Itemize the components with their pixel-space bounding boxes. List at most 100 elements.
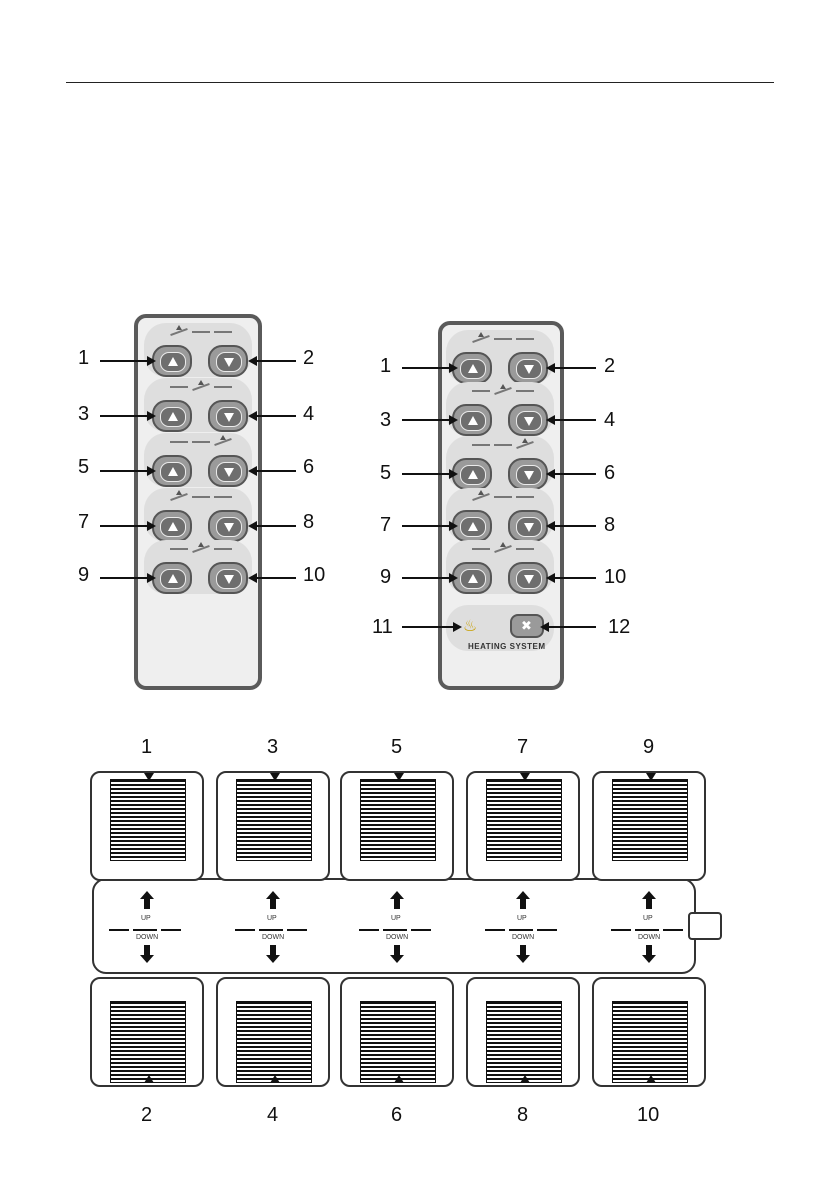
pedal-number-bottom: 6 xyxy=(391,1105,402,1125)
pedal-down-5[interactable] xyxy=(592,977,706,1087)
remote-b-down-button-3[interactable] xyxy=(508,458,548,490)
remote-b-down-button-5[interactable] xyxy=(508,562,548,594)
remote-b-up-button-4[interactable] xyxy=(452,510,492,542)
pedal-marker-icon xyxy=(144,773,154,781)
remote-b-up-button-3[interactable] xyxy=(452,458,492,490)
callout-line xyxy=(402,473,456,475)
pedal-down-1[interactable] xyxy=(90,977,204,1087)
callout-line xyxy=(542,626,596,628)
remote-b-down-button-1[interactable] xyxy=(508,352,548,384)
down-label: DOWN xyxy=(136,934,158,941)
pedal-tread xyxy=(612,779,688,861)
seat-segment xyxy=(192,441,210,443)
remote-a-up-button-3[interactable] xyxy=(152,455,192,487)
seat-segment xyxy=(259,929,283,931)
remote-b-down-button-4[interactable] xyxy=(508,510,548,542)
remote-b-up-button-5[interactable] xyxy=(452,562,492,594)
callout-number: 3 xyxy=(380,410,391,430)
pedal-tread xyxy=(612,1001,688,1083)
button-face xyxy=(216,407,242,427)
callout-line xyxy=(548,367,596,369)
seat-segment xyxy=(192,496,210,498)
heating-system-label: HEATING SYSTEM xyxy=(468,642,546,651)
remote-b-up-button-2[interactable] xyxy=(452,404,492,436)
pedal-up-4[interactable] xyxy=(466,771,580,881)
fan-icon: ✖ xyxy=(521,618,532,634)
button-face xyxy=(460,465,486,485)
seat-segment xyxy=(170,441,188,443)
callout-line xyxy=(402,419,456,421)
seat-segment xyxy=(235,929,255,931)
callout-line xyxy=(402,577,456,579)
callout-line xyxy=(548,473,596,475)
remote-a-down-button-4[interactable] xyxy=(208,510,248,542)
seat-segment xyxy=(214,386,232,388)
heat-waves-icon[interactable]: ♨ xyxy=(462,618,478,636)
triangle-up-icon xyxy=(168,412,178,421)
seat-segment xyxy=(485,929,505,931)
up-label: UP xyxy=(643,915,653,922)
pedal-number-bottom: 8 xyxy=(517,1105,528,1125)
position-arrow xyxy=(176,490,182,495)
button-face xyxy=(160,462,186,482)
pedal-down-3[interactable] xyxy=(340,977,454,1087)
callout-line xyxy=(250,525,296,527)
seat-segment xyxy=(494,496,512,498)
pedal-tread xyxy=(110,1001,186,1083)
up-arrow-icon xyxy=(140,891,154,909)
seat-segment xyxy=(214,496,232,498)
pedal-up-1[interactable] xyxy=(90,771,204,881)
callout-line xyxy=(548,419,596,421)
seat-position-icon xyxy=(170,327,234,337)
fan-button[interactable]: ✖ xyxy=(510,614,544,638)
position-arrow xyxy=(500,384,506,389)
pedal-marker-icon xyxy=(270,773,280,781)
pedal-marker-icon xyxy=(394,773,404,781)
callout-number: 7 xyxy=(380,515,391,535)
callout-number: 4 xyxy=(303,404,314,424)
callout-number: 11 xyxy=(372,617,393,637)
pedal-tread xyxy=(486,779,562,861)
callout-number: 10 xyxy=(303,565,325,585)
remote-a-up-button-5[interactable] xyxy=(152,562,192,594)
pedal-up-3[interactable] xyxy=(340,771,454,881)
pedal-down-2[interactable] xyxy=(216,977,330,1087)
remote-a-down-button-5[interactable] xyxy=(208,562,248,594)
seat-segment xyxy=(192,331,210,333)
seat-segment xyxy=(359,929,379,931)
down-label: DOWN xyxy=(262,934,284,941)
remote-a-down-button-3[interactable] xyxy=(208,455,248,487)
callout-line xyxy=(250,470,296,472)
remote-a-up-button-4[interactable] xyxy=(152,510,192,542)
callout-number: 5 xyxy=(78,457,89,477)
position-arrow xyxy=(176,325,182,330)
down-arrow-icon xyxy=(140,945,154,963)
seat-position-icon xyxy=(472,544,536,554)
remote-b-down-button-2[interactable] xyxy=(508,404,548,436)
remote-a-up-button-2[interactable] xyxy=(152,400,192,432)
remote-a-up-button-1[interactable] xyxy=(152,345,192,377)
callout-line xyxy=(100,360,154,362)
callout-number: 2 xyxy=(604,356,615,376)
pedal-up-2[interactable] xyxy=(216,771,330,881)
pedal-number-top: 3 xyxy=(267,737,278,757)
remote-b-up-button-1[interactable] xyxy=(452,352,492,384)
pedal-up-5[interactable] xyxy=(592,771,706,881)
up-arrow-icon xyxy=(266,891,280,909)
remote-a-down-button-2[interactable] xyxy=(208,400,248,432)
triangle-up-icon xyxy=(468,522,478,531)
remote-a-down-button-1[interactable] xyxy=(208,345,248,377)
down-label: DOWN xyxy=(638,934,660,941)
down-label: DOWN xyxy=(512,934,534,941)
pedal-marker-icon xyxy=(520,1075,530,1083)
down-arrow-icon xyxy=(516,945,530,963)
pedal-number-top: 7 xyxy=(517,737,528,757)
pedal-down-4[interactable] xyxy=(466,977,580,1087)
position-arrow xyxy=(478,332,484,337)
callout-line xyxy=(548,577,596,579)
callout-number: 10 xyxy=(604,567,626,587)
seat-segment xyxy=(635,929,659,931)
seat-segment xyxy=(516,548,534,550)
seat-segment xyxy=(516,338,534,340)
triangle-down-icon xyxy=(224,358,234,367)
